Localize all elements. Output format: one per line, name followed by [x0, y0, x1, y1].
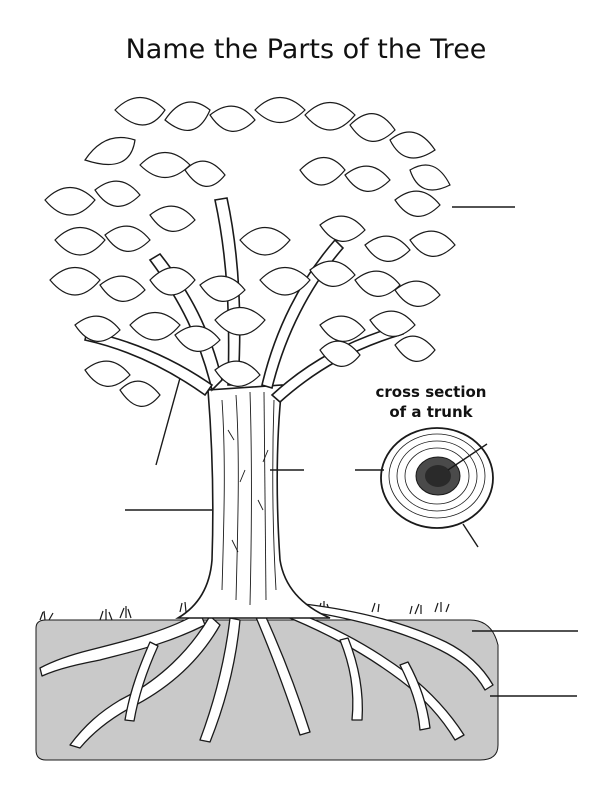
leaves — [44, 96, 456, 407]
cross-section-label: cross section of a trunk — [366, 382, 496, 422]
trunk — [175, 384, 331, 619]
cross-section-label-line2: of a trunk — [389, 403, 473, 421]
trunk-cross-section — [380, 427, 494, 529]
label-lines — [125, 206, 578, 697]
page-title: Name the Parts of the Tree — [125, 34, 487, 65]
cross-section-label-line1: cross section — [375, 383, 487, 401]
bark-texture — [221, 391, 277, 606]
